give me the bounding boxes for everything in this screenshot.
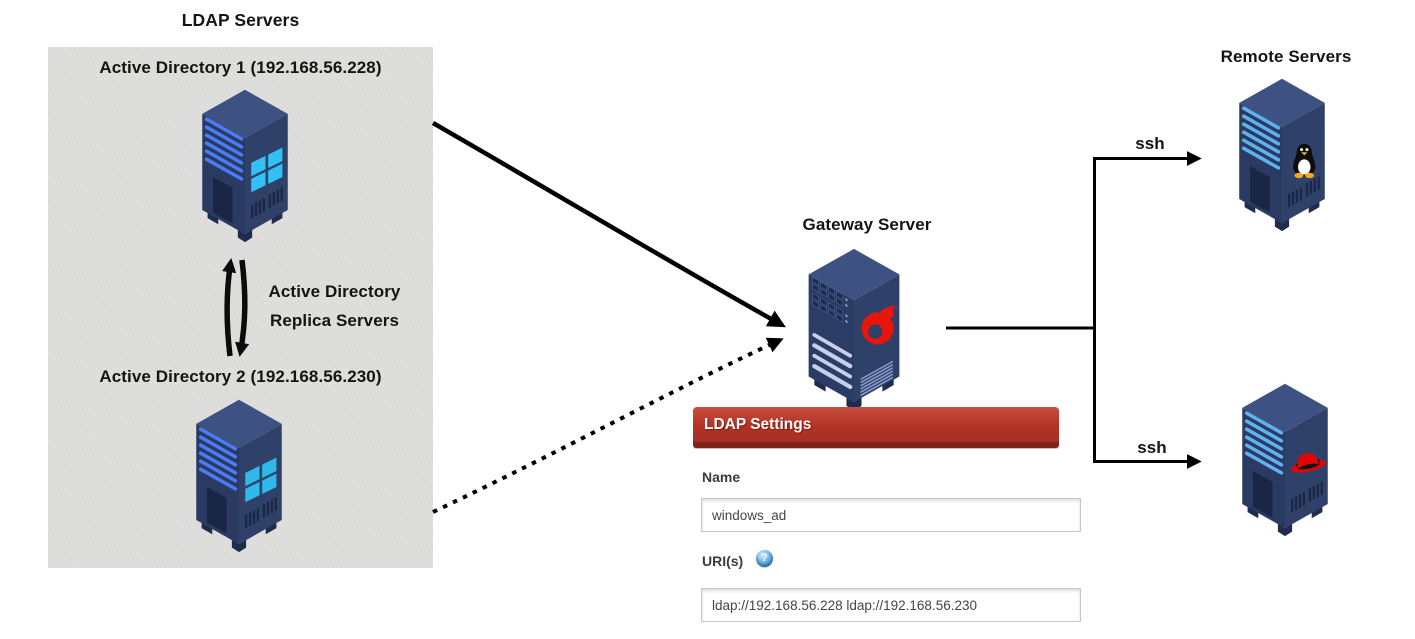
- server-vents: [250, 187, 283, 219]
- ldap-servers-title: LDAP Servers: [181, 10, 300, 30]
- ezeelogin-logo-icon: [861, 305, 900, 345]
- windows-logo-icon: [245, 457, 277, 503]
- ad2-label: Active Directory 2 (192.168.56.230): [99, 367, 382, 386]
- ad1-label: Active Directory 1 (192.168.56.228): [99, 58, 382, 77]
- ldap-settings-header: LDAP Settings: [693, 407, 1059, 448]
- replica-label-line2: Replica Servers: [269, 311, 400, 330]
- linux-server-icon: [1239, 78, 1325, 232]
- server-vents: [860, 360, 894, 397]
- redhat-server-icon: [1242, 383, 1328, 537]
- ssh-top-label: ssh: [1135, 134, 1165, 153]
- name-input[interactable]: [701, 498, 1081, 532]
- server-led-stripes: [1241, 106, 1281, 170]
- ssh-bottom-label: ssh: [1137, 438, 1167, 457]
- replica-servers-label: Active Directory Replica Servers: [252, 277, 417, 335]
- ad1-to-gateway-arrow: [431, 121, 786, 328]
- gateway-server-icon: [808, 248, 900, 411]
- windows-logo-icon: [251, 147, 283, 193]
- server-vents: [244, 497, 277, 529]
- tux-icon: [1293, 143, 1316, 179]
- uri-field-label: URI(s): [702, 553, 744, 569]
- ldap-settings-header-title: LDAP Settings: [704, 416, 812, 433]
- remote-servers-title: Remote Servers: [1220, 47, 1352, 66]
- replica-sync-arrows-icon: [222, 258, 250, 357]
- uri-input[interactable]: [701, 588, 1081, 622]
- server-led-stripes: [204, 117, 244, 181]
- name-field-label: Name: [702, 469, 741, 485]
- gateway-server-title: Gateway Server: [802, 215, 932, 234]
- replica-label-line1: Active Directory: [268, 282, 401, 301]
- redhat-icon: [1291, 453, 1326, 473]
- server-led-stripes: [1244, 411, 1284, 475]
- blade-slats: [812, 333, 853, 390]
- server-vents: [1290, 481, 1323, 513]
- server-led-stripes: [198, 427, 238, 491]
- ad2-windows-server-icon: [196, 399, 282, 553]
- help-icon[interactable]: ?: [756, 550, 773, 567]
- rack-grid: [812, 276, 848, 323]
- server-vents: [1287, 176, 1320, 208]
- ad1-windows-server-icon: [202, 89, 288, 243]
